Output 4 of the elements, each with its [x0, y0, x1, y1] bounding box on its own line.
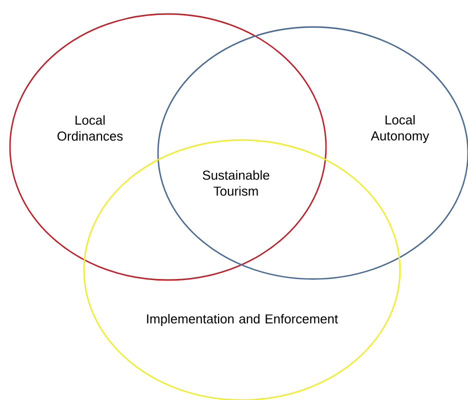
region-label: Sustainable Tourism — [202, 170, 270, 196]
region-label: Local Ordinances — [58, 115, 123, 141]
region-label: Implementation and Enforcement — [147, 314, 338, 326]
region-label: Local Autonomy — [370, 115, 430, 143]
